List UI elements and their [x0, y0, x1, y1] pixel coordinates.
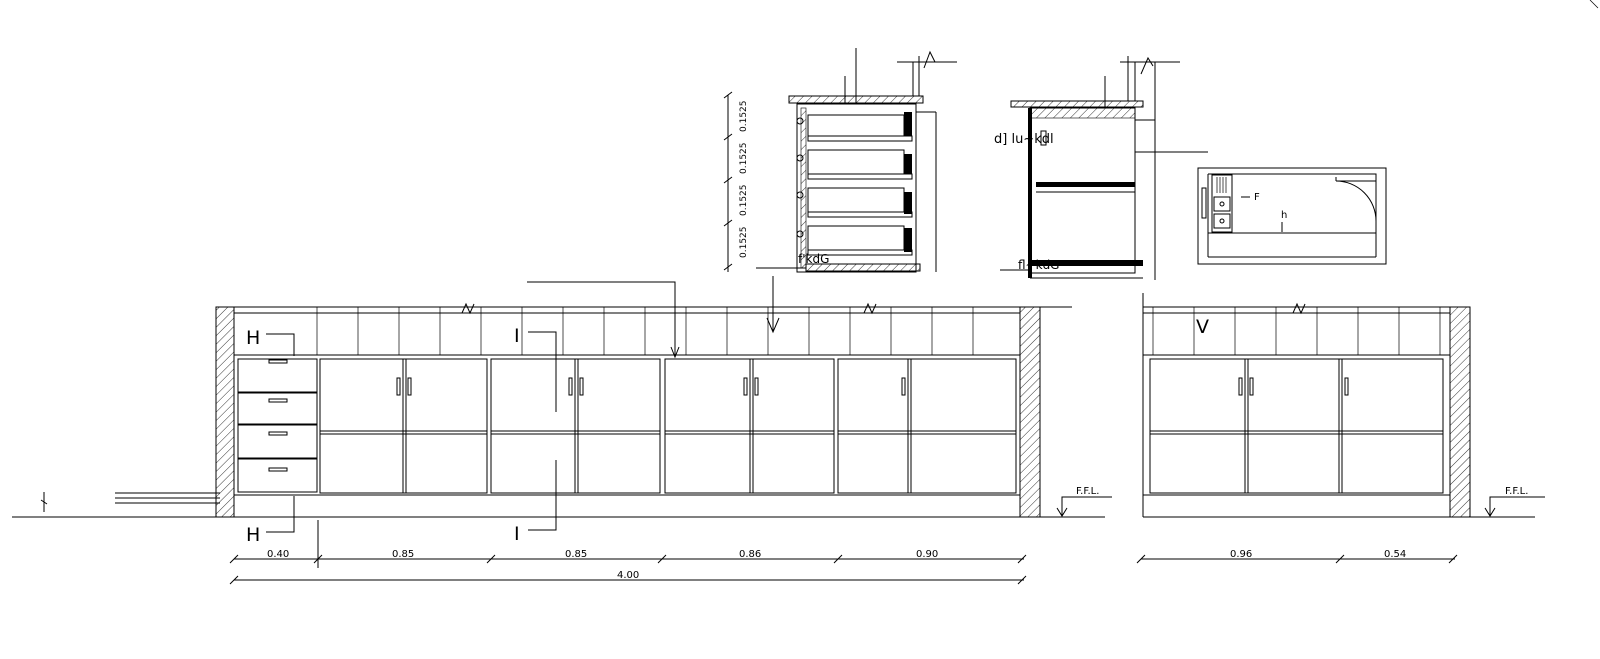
section-1-label: f'kdG [798, 252, 829, 266]
leader-arrow [766, 317, 780, 334]
dim-2: 0.85 [565, 549, 587, 560]
elevation-2: V F.F.L. 0.96 0.54 [1136, 293, 1545, 564]
dim-3: 0.86 [739, 549, 761, 560]
section-2-label-bottom: fl~kdG [1018, 258, 1059, 272]
plan-outline [1197, 167, 1387, 265]
knob [796, 117, 804, 125]
drawer-handle [268, 467, 288, 472]
shelf-dim-1: 0.1525 [739, 143, 749, 175]
sink [1211, 174, 1233, 233]
section-i-label-top: I [514, 325, 520, 347]
dim-0: 0.40 [267, 549, 289, 560]
base-cabinet-outline-2 [1142, 354, 1451, 496]
leader-arrow [670, 346, 680, 359]
ffl-marker-2: F.F.L. [1484, 486, 1545, 517]
cabinet-doors-2 [1149, 358, 1444, 494]
break-mark [863, 302, 877, 315]
ffl-label-2: F.F.L. [1505, 486, 1528, 497]
door-swing [1335, 180, 1377, 222]
section-marker-i: I I [514, 325, 557, 545]
ffl-label-1: F.F.L. [1076, 486, 1099, 497]
dim2-0: 0.96 [1230, 549, 1252, 560]
plan-label-f: F [1254, 192, 1260, 203]
backsplash-tiles-2 [1152, 307, 1441, 355]
right-wall [1019, 306, 1041, 518]
break-mark [1292, 302, 1306, 315]
break-mark [461, 302, 475, 315]
knob [796, 154, 804, 162]
dim-total: 4.00 [617, 570, 639, 581]
backsplash-tiles [316, 307, 974, 355]
ffl-marker-1: F.F.L. [1056, 486, 1112, 517]
plan-view: F h [1197, 167, 1387, 265]
drawer-unit [237, 358, 318, 493]
knob [796, 230, 804, 238]
left-wall [215, 306, 235, 518]
drawer-handle [268, 398, 288, 403]
dimension-chain-2: 0.96 0.54 [1136, 549, 1458, 564]
section-h-label-bottom: H [246, 524, 260, 546]
dim-4: 0.90 [916, 549, 938, 560]
leader-line [527, 281, 676, 355]
section-marker-h: H H [246, 327, 295, 546]
section-1: 0.1525 0.1525 0.1525 0.1525 [723, 48, 957, 273]
dimension-chain-1: 0.40 0.85 0.85 0.86 0.90 4.00 [229, 520, 1027, 585]
knob [796, 191, 804, 199]
dim2-1: 0.54 [1384, 549, 1406, 560]
right-wall-2 [1449, 306, 1471, 518]
section-2: d] lu~kdl fl~kdG [994, 56, 1208, 280]
shelf-dim-2: 0.1525 [739, 185, 749, 217]
left-break-mark [40, 499, 48, 505]
section-2-label-top: d] lu~kdl [994, 132, 1054, 147]
mark-v: V [1196, 316, 1209, 338]
elevation-1: H H I I F.F.L. [12, 276, 1112, 585]
section-i-label-bottom: I [514, 523, 520, 545]
dim-1: 0.85 [392, 549, 414, 560]
base-cabinet-outline [233, 354, 1021, 496]
drawer-handle [268, 359, 288, 364]
drawer-handle [268, 431, 288, 436]
shelf-dim-0: 0.1525 [739, 101, 749, 133]
section-h-label-top: H [246, 327, 260, 349]
shelf-cabinet-box [796, 103, 917, 273]
plan-label-h: h [1281, 210, 1287, 221]
shelf-dim-3: 0.1525 [739, 227, 749, 259]
cabinet-doors [319, 358, 1017, 494]
